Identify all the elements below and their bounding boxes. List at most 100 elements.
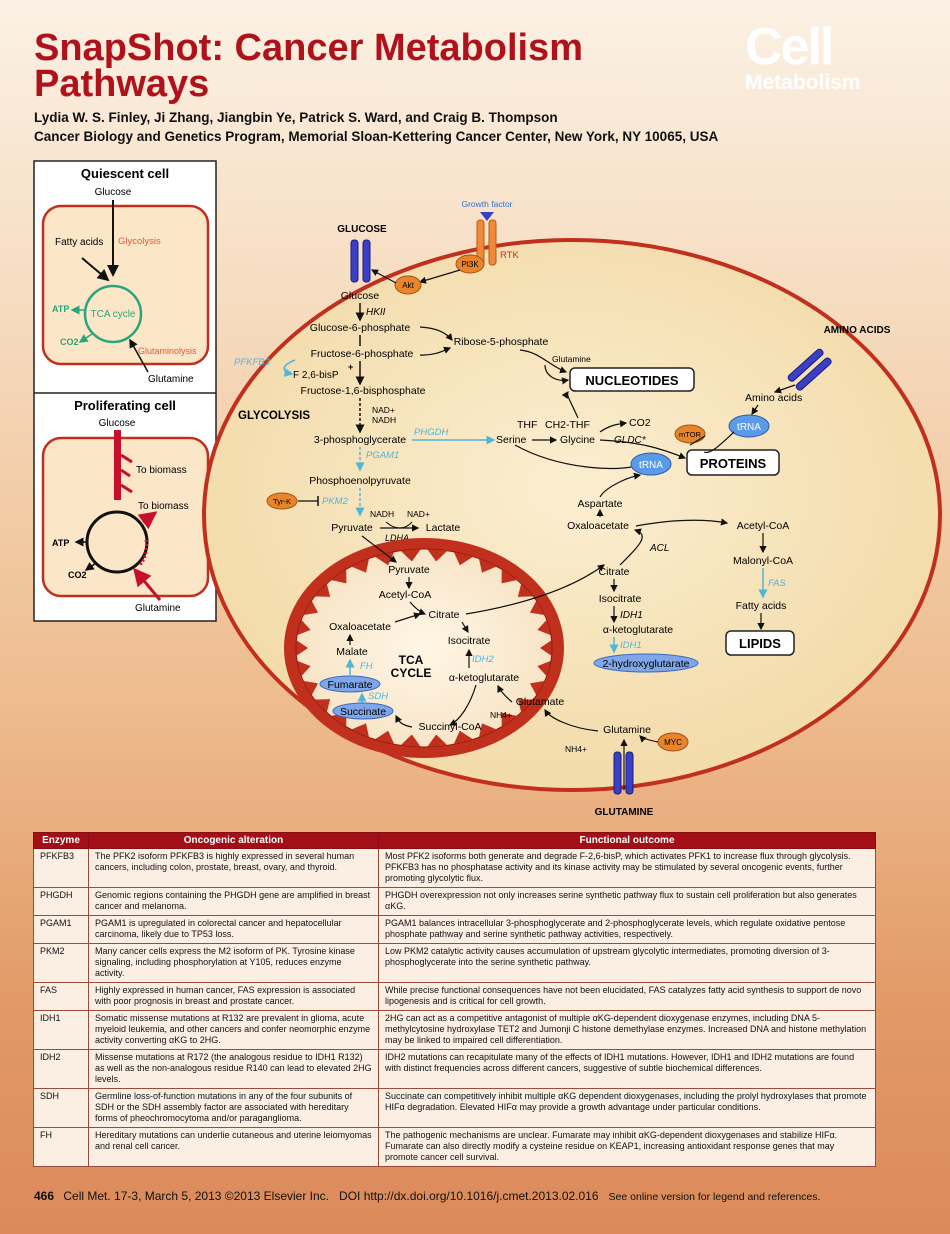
th-enzyme: Enzyme bbox=[33, 832, 89, 849]
akt-node bbox=[394, 275, 422, 295]
acetylcoa-cyto-node: Acetyl-CoA bbox=[737, 520, 790, 532]
ch2thf-node: CH2-THF bbox=[545, 419, 590, 431]
crista bbox=[427, 549, 448, 562]
3pg-node: 3-phosphoglycerate bbox=[314, 434, 406, 446]
amino-acids-node: Amino acids bbox=[745, 392, 802, 404]
plus-sign: + bbox=[348, 362, 353, 372]
enzyme-cell: IDH2 bbox=[33, 1049, 89, 1089]
trna-label-2: tRNA bbox=[639, 460, 663, 471]
doi: DOI http://dx.doi.org/10.1016/j.cmet.201… bbox=[339, 1189, 599, 1203]
crista bbox=[351, 558, 370, 573]
enzyme-cell: IDH1 bbox=[33, 1010, 89, 1050]
crista bbox=[296, 640, 308, 656]
pep-node: Phosphoenolpyruvate bbox=[309, 475, 411, 487]
outcome-cell: While precise functional consequences ha… bbox=[378, 982, 876, 1011]
title-line-1: SnapShot: Cancer Metabolism bbox=[34, 27, 583, 69]
page-title: SnapShot: Cancer Metabolism Pathways bbox=[34, 27, 674, 103]
q-glutamine-label: Glutamine bbox=[148, 374, 194, 385]
sdh-enzyme: SDH bbox=[368, 691, 388, 702]
crista bbox=[297, 660, 311, 677]
enzyme-cell: PHGDH bbox=[33, 887, 89, 916]
glycine-node: Glycine bbox=[560, 434, 595, 446]
crista bbox=[501, 569, 517, 584]
idh1-mutant-enzyme: IDH1 bbox=[620, 640, 642, 651]
logo-cell: Cell bbox=[745, 18, 834, 76]
growth-factor-label: Growth factor bbox=[461, 199, 512, 209]
crista bbox=[478, 558, 497, 573]
p-tca-ring bbox=[85, 510, 149, 574]
crista bbox=[529, 600, 545, 616]
q-glucose-label: Glucose bbox=[95, 187, 132, 198]
authors: Lydia W. S. Finley, Ji Zhang, Jiangbin Y… bbox=[34, 110, 558, 125]
mito-acetylcoa-node: Acetyl-CoA bbox=[379, 589, 432, 601]
r5p-node: Ribose-5-phosphate bbox=[454, 336, 549, 348]
crista bbox=[540, 640, 552, 656]
thf-node: THF bbox=[517, 419, 537, 431]
pyruvate-node: Pyruvate bbox=[331, 522, 373, 534]
f6p-node: Fructose-6-phosphate bbox=[311, 348, 414, 360]
crista bbox=[537, 619, 551, 636]
crista bbox=[374, 730, 395, 745]
enzyme-cell: FAS bbox=[33, 982, 89, 1011]
affiliation: Cancer Biology and Genetics Program, Mem… bbox=[34, 129, 719, 144]
idh2-enzyme: IDH2 bbox=[472, 654, 494, 665]
isocitrate-cyto-node: Isocitrate bbox=[599, 593, 642, 605]
nh4-2-label: NH4+ bbox=[565, 744, 587, 754]
hkii-enzyme: HKII bbox=[366, 307, 386, 318]
akg-cyto-node: α-ketoglutarate bbox=[603, 624, 673, 636]
alteration-cell: Germline loss-of-function mutations in a… bbox=[88, 1088, 379, 1128]
enzyme-cell: PGAM1 bbox=[33, 915, 89, 944]
glycolysis-label: GLYCOLYSIS bbox=[238, 410, 310, 422]
alteration-cell: Genomic regions containing the PHGDH gen… bbox=[88, 887, 379, 916]
co2-node: CO2 bbox=[629, 417, 651, 429]
succinylcoa-node: Succinyl-CoA bbox=[418, 721, 481, 733]
alteration-cell: Missense mutations at R172 (the analogou… bbox=[88, 1049, 379, 1089]
gldc-enzyme: GLDC* bbox=[614, 435, 647, 446]
footer: 466 Cell Met. 17-3, March 5, 2013 ©2013 … bbox=[34, 1189, 820, 1203]
outcome-cell: IDH2 mutations can recapitulate many of … bbox=[378, 1049, 876, 1089]
glutamine-cyto-node: Glutamine bbox=[603, 724, 651, 736]
outcome-cell: PHGDH overexpression not only increases … bbox=[378, 887, 876, 916]
amino-acid-transporter bbox=[787, 348, 832, 391]
mito-akg-node: α-ketoglutarate bbox=[449, 672, 519, 684]
malonylcoa-node: Malonyl-CoA bbox=[733, 555, 793, 567]
crista bbox=[453, 551, 474, 566]
amino-acids-in-label: AMINO ACIDS bbox=[824, 325, 891, 336]
quiescent-cell bbox=[41, 204, 210, 366]
aspartate-node: Aspartate bbox=[578, 498, 623, 510]
glutamine-in-label: GLUTAMINE bbox=[595, 807, 654, 818]
outcome-cell: The pathogenic mechanisms are unclear. F… bbox=[378, 1127, 876, 1167]
enzyme-table: Enzyme Oncogenic alteration Functional o… bbox=[33, 832, 876, 1167]
g6p-node: Glucose-6-phosphate bbox=[310, 322, 411, 334]
crista bbox=[297, 619, 311, 636]
nadh2-label: NADH bbox=[370, 509, 394, 519]
nh4-1-label: NH4+ bbox=[490, 710, 512, 720]
succinate-node: Succinate bbox=[340, 706, 386, 718]
lactate-node: Lactate bbox=[426, 522, 461, 534]
nad2-label: NAD+ bbox=[407, 509, 430, 519]
logo-metabolism: Metabolism bbox=[745, 71, 861, 94]
outcome-cell: Succinate can competitively inhibit mult… bbox=[378, 1088, 876, 1128]
q-glycolysis-label: Glycolysis bbox=[118, 236, 161, 247]
q-fatty-label: Fatty acids bbox=[55, 237, 103, 248]
mtor-node bbox=[674, 424, 706, 444]
p-biomass-1: To biomass bbox=[136, 465, 187, 476]
phgdh-enzyme: PHGDH bbox=[414, 427, 448, 438]
glutamine-transporter bbox=[613, 751, 634, 795]
nucleotides-box bbox=[569, 367, 695, 392]
acl-enzyme: ACL bbox=[649, 543, 669, 554]
2hg-highlight bbox=[593, 653, 699, 673]
crista bbox=[529, 680, 545, 696]
rtk-label: RTK bbox=[500, 250, 519, 261]
outcome-cell: 2HG can act as a competitive antagonist … bbox=[378, 1010, 876, 1050]
enzyme-cell: PFKFB3 bbox=[33, 848, 89, 888]
th-alteration: Oncogenic alteration bbox=[88, 832, 379, 849]
mito-malate-node: Malate bbox=[336, 646, 368, 658]
fh-enzyme: FH bbox=[360, 661, 373, 672]
